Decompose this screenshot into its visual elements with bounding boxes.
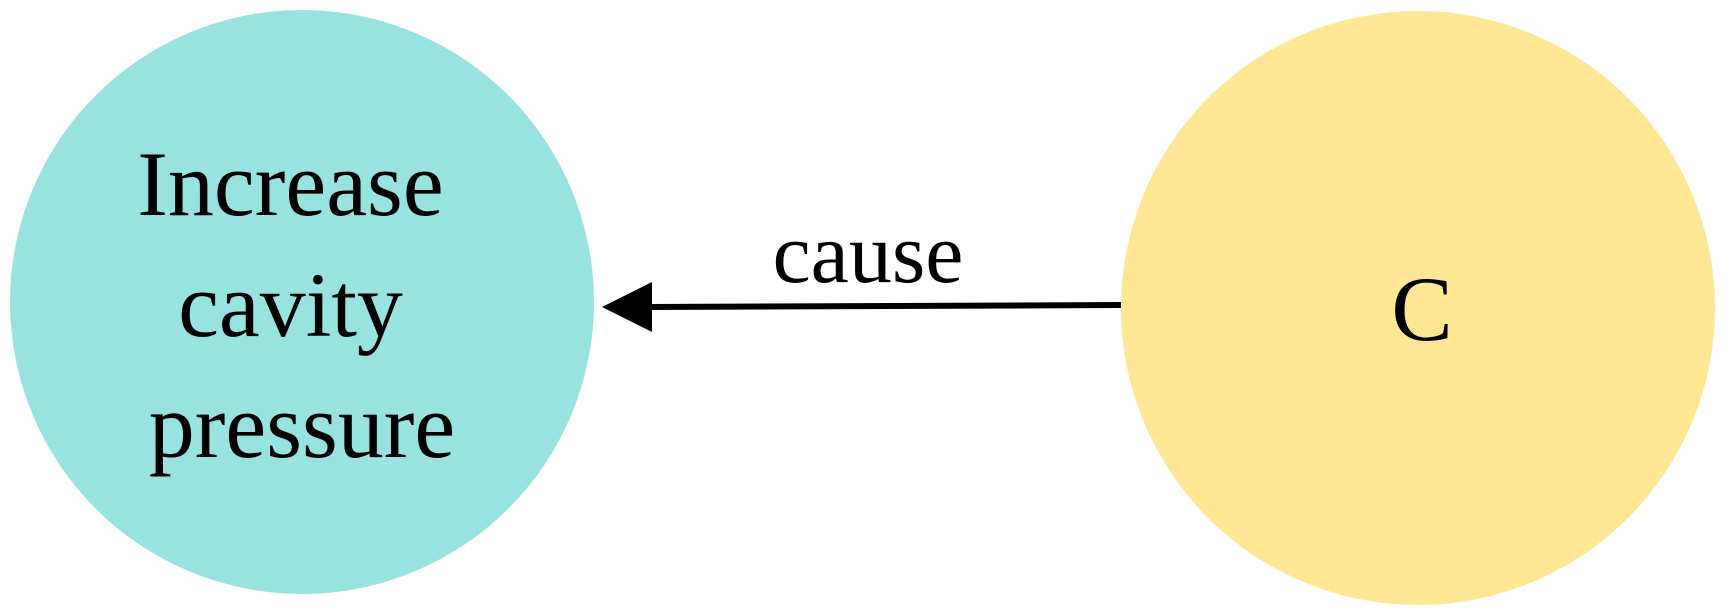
cause-edge[interactable]: cause	[602, 205, 1122, 332]
cause-edge-label: cause	[773, 205, 964, 301]
cause-edge-arrowhead	[602, 282, 652, 332]
effect-node-label-line-3: pressure	[149, 375, 456, 477]
cause-edge-line	[647, 302, 1122, 310]
cause-node[interactable]: C	[1121, 11, 1715, 605]
cause-node-label: C	[1391, 258, 1452, 360]
effect-node-label: Increase cavity pressure	[137, 133, 466, 477]
effect-node[interactable]: Increase cavity pressure	[10, 10, 594, 594]
effect-node-label-line-1: Increase	[137, 133, 443, 235]
effect-node-circle	[10, 10, 594, 594]
effect-node-label-line-2: cavity	[178, 254, 403, 356]
cause-node-circle	[1121, 11, 1715, 605]
